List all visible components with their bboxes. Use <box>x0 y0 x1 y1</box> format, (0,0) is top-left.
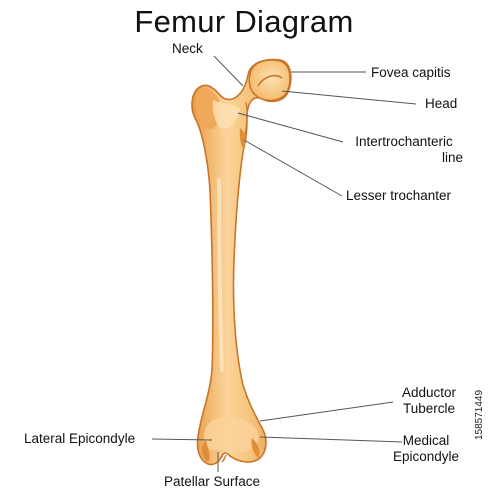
label-medical-epicondyle: Medical Epicondyle <box>386 433 466 465</box>
distal-condyles <box>204 417 259 452</box>
label-medical-epicondyle-1: Medical <box>402 433 450 448</box>
femur-bone <box>191 58 292 466</box>
femur-head <box>248 59 291 102</box>
label-adductor-tubercle-2: Tubercle <box>402 401 456 416</box>
label-medical-epicondyle-2: Epicondyle <box>392 449 460 464</box>
label-intertrochanteric-line-2: line <box>441 150 463 165</box>
label-adductor-tubercle: Adductor Tubercle <box>394 385 464 417</box>
fovea-capitis-mark <box>257 74 283 87</box>
label-fovea-capitis: Fovea capitis <box>371 65 451 80</box>
diagram-title: Femur Diagram <box>134 4 354 39</box>
intertrochanteric-highlight <box>212 100 240 129</box>
label-lesser-trochanter: Lesser trochanter <box>346 188 452 203</box>
stock-id: 158571449 <box>474 389 485 440</box>
label-patellar-surface: Patellar Surface <box>164 474 261 489</box>
label-intertrochanteric-line-1: Intertrochanteric <box>355 134 453 149</box>
greater-trochanter <box>195 88 221 130</box>
label-lateral-epicondyle: Lateral Epicondyle <box>24 431 136 446</box>
label-intertrochanteric-line: Intertrochanteric line <box>345 134 463 166</box>
leader-lines <box>151 55 417 472</box>
lesser-trochanter <box>239 128 246 150</box>
label-neck: Neck <box>172 41 203 56</box>
label-head: Head <box>425 96 458 111</box>
label-adductor-tubercle-1: Adductor <box>401 385 457 400</box>
